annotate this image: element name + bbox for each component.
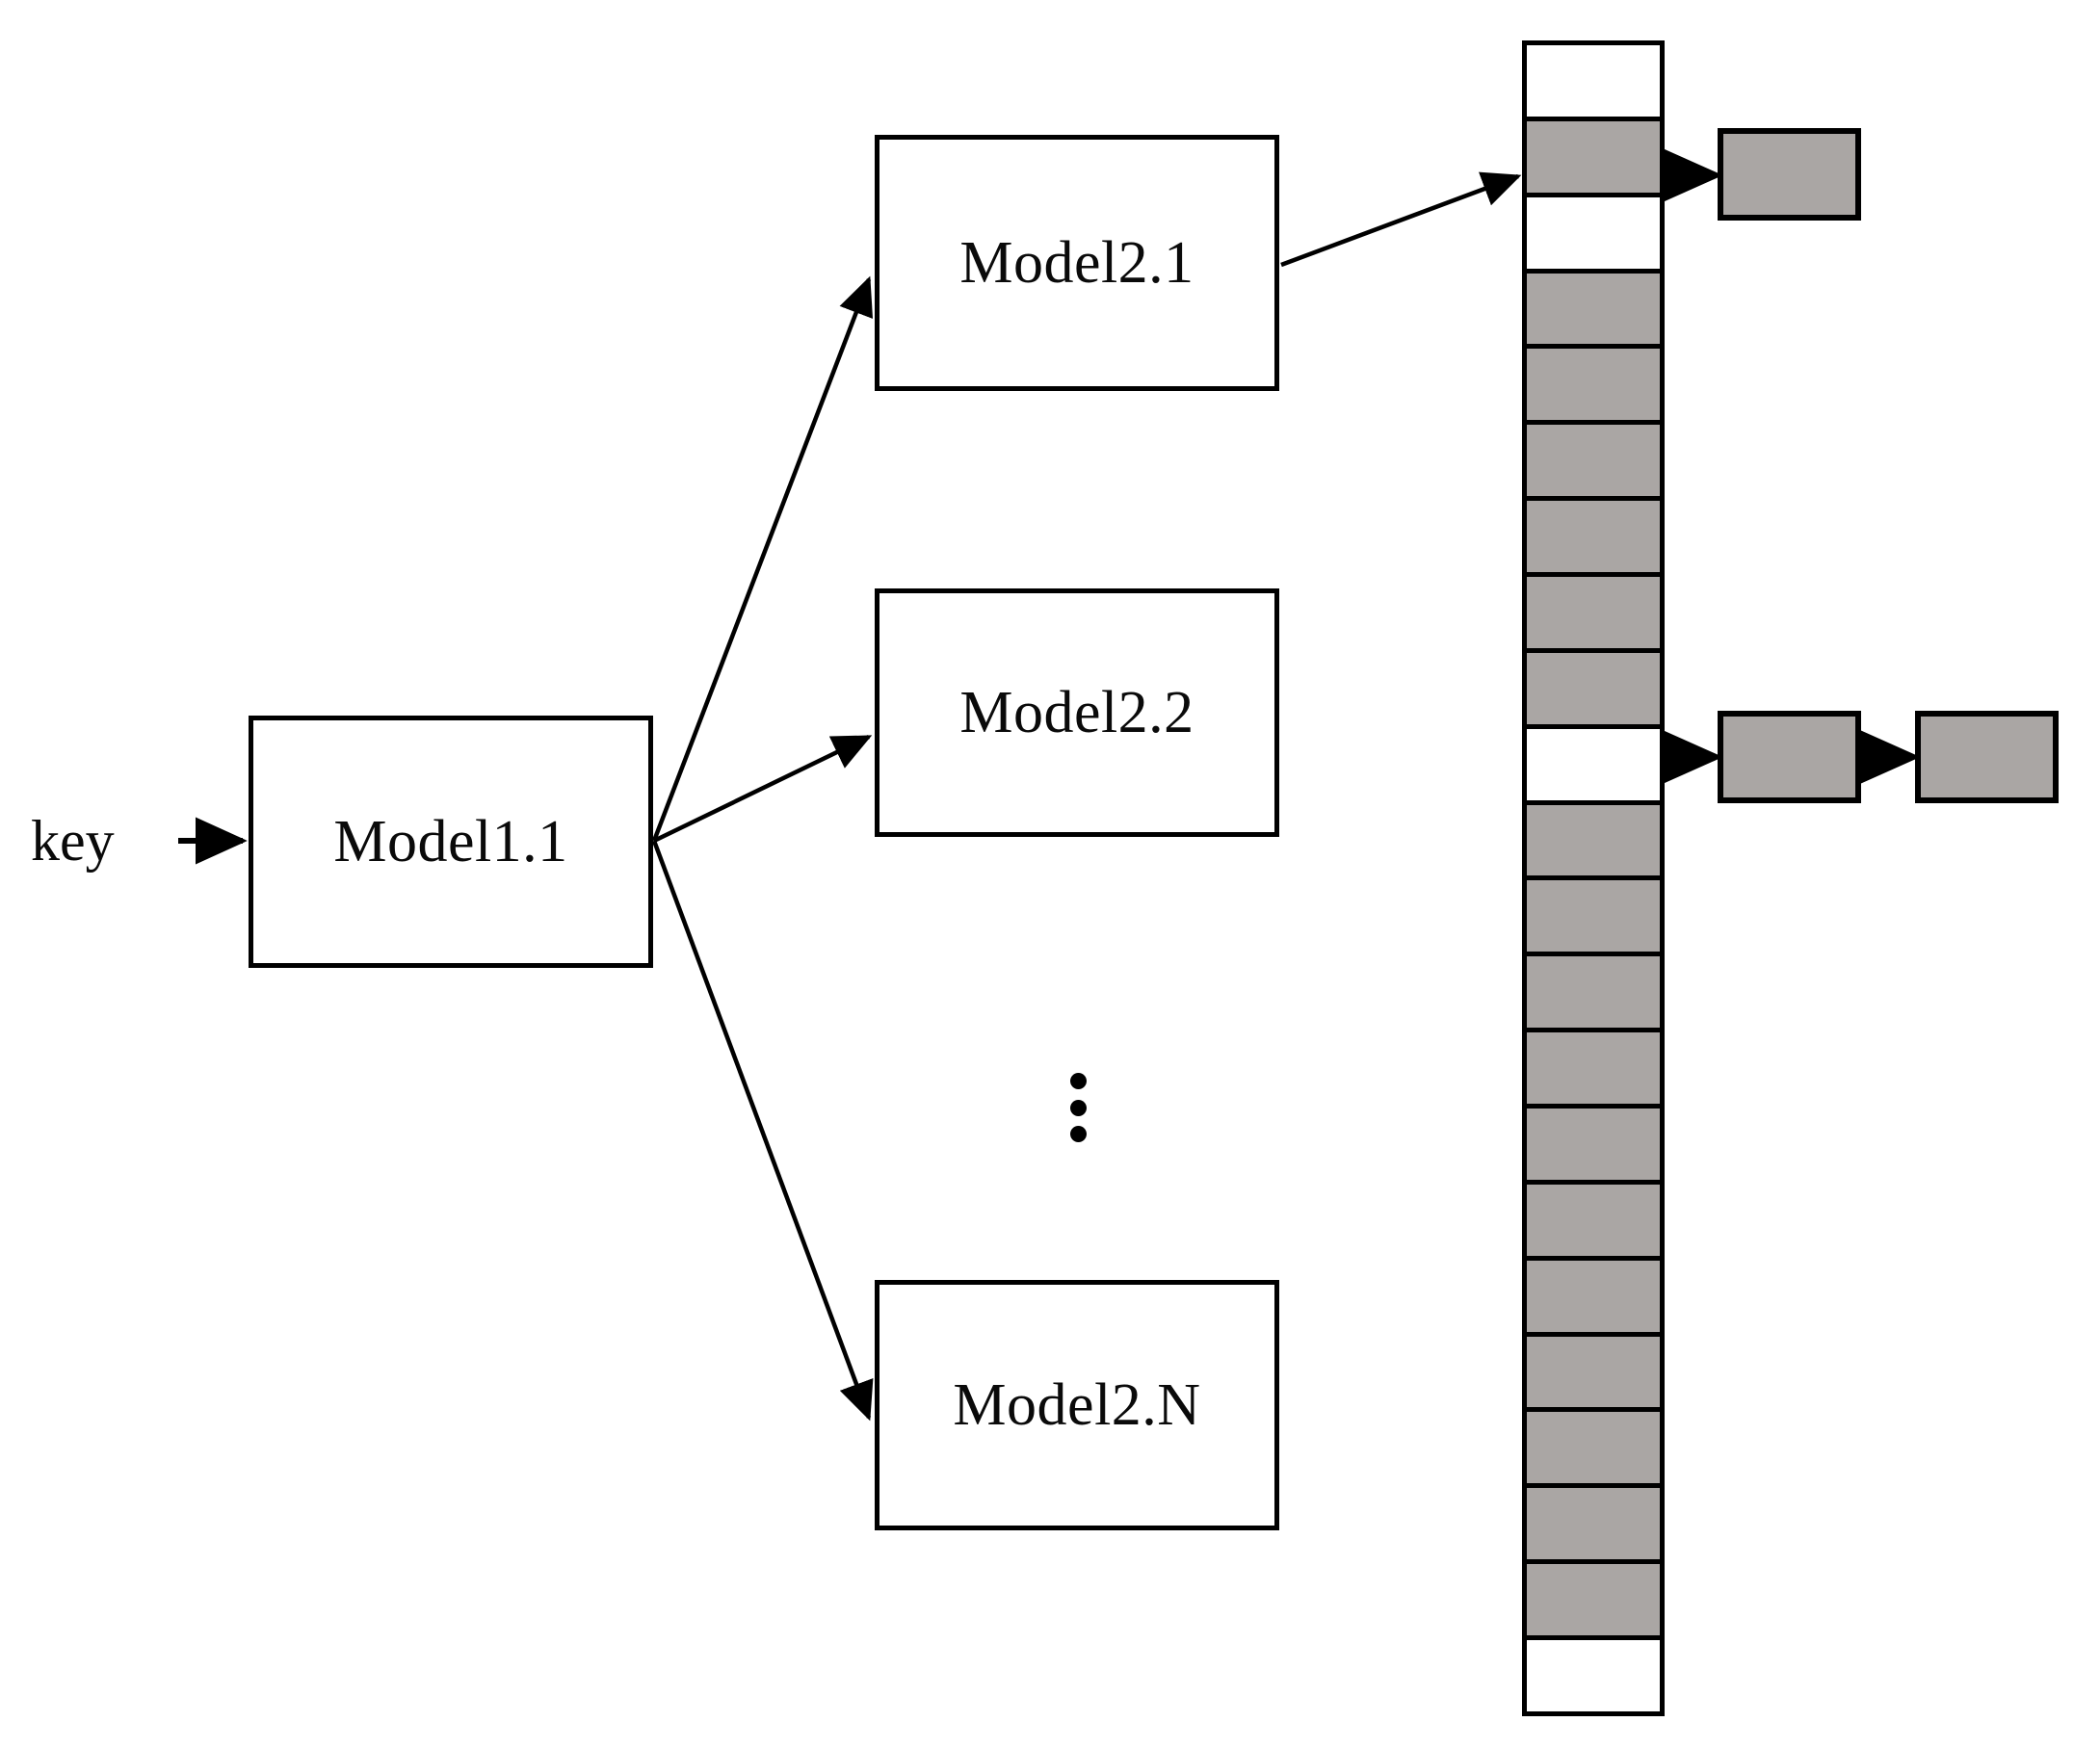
bucket-cell[interactable] xyxy=(1527,1412,1660,1489)
hash-bucket-array xyxy=(1522,40,1665,1716)
model-node-model2-1[interactable]: Model2.1 xyxy=(875,135,1279,391)
model-node-model1-1[interactable]: Model1.1 xyxy=(249,716,653,968)
bucket-cell[interactable] xyxy=(1527,1336,1660,1413)
model-node-label: Model2.N xyxy=(953,1372,1201,1438)
bucket-cell[interactable] xyxy=(1527,880,1660,957)
overflow-node-2-2[interactable] xyxy=(1915,711,2059,803)
bucket-cell[interactable] xyxy=(1527,804,1660,881)
bucket-cell[interactable] xyxy=(1527,120,1660,197)
overflow-node-2-1[interactable] xyxy=(1718,711,1861,803)
overflow-node-1-1[interactable] xyxy=(1718,128,1861,221)
bucket-cell[interactable] xyxy=(1527,1032,1660,1109)
vertical-ellipsis-icon xyxy=(1069,1073,1087,1142)
bucket-cell[interactable] xyxy=(1527,45,1660,121)
edge-model2-1-to-bucket xyxy=(1280,171,1522,268)
bucket-cell[interactable] xyxy=(1527,577,1660,653)
bucket-cell[interactable] xyxy=(1527,196,1660,274)
bucket-cell[interactable] xyxy=(1527,652,1660,729)
model-node-label: Model1.1 xyxy=(333,809,568,874)
bucket-cell[interactable] xyxy=(1527,1564,1660,1641)
edge-model1-to-model2-2 xyxy=(653,734,873,844)
input-key-label: key xyxy=(31,809,115,873)
bucket-cell[interactable] xyxy=(1527,273,1660,350)
ellipsis-dot xyxy=(1069,1126,1087,1142)
model-node-model2-2[interactable]: Model2.2 xyxy=(875,588,1279,837)
bucket-cell[interactable] xyxy=(1527,349,1660,426)
ellipsis-dot xyxy=(1069,1099,1087,1116)
bucket-cell[interactable] xyxy=(1527,728,1660,805)
bucket-cell[interactable] xyxy=(1527,1640,1660,1711)
bucket-cell[interactable] xyxy=(1527,1184,1660,1261)
edge-model1-to-model2-n xyxy=(651,840,874,1422)
ellipsis-dot xyxy=(1069,1073,1087,1089)
edge-model1-to-model2-1 xyxy=(651,275,874,842)
bucket-cell[interactable] xyxy=(1527,956,1660,1033)
model-node-model2-n[interactable]: Model2.N xyxy=(875,1280,1279,1530)
bucket-cell[interactable] xyxy=(1527,1488,1660,1565)
model-node-label: Model2.1 xyxy=(959,230,1194,296)
bucket-cell[interactable] xyxy=(1527,1260,1660,1337)
bucket-cell[interactable] xyxy=(1527,425,1660,502)
bucket-cell[interactable] xyxy=(1527,1109,1660,1185)
model-node-label: Model2.2 xyxy=(959,680,1194,745)
bucket-cell[interactable] xyxy=(1527,501,1660,578)
